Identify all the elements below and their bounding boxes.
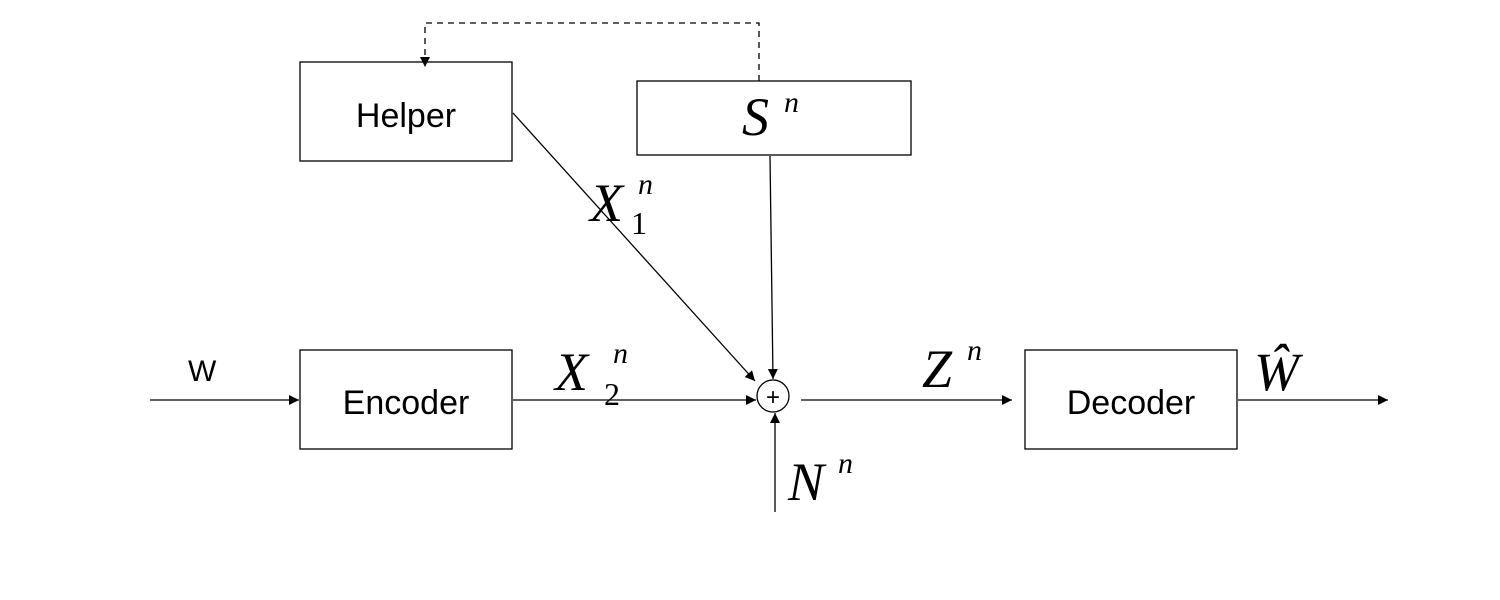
helper-block: Helper: [299, 61, 513, 162]
adder-node: +: [756, 379, 790, 413]
encoder-output-subscript: 2: [604, 376, 620, 412]
message-label: W: [188, 355, 217, 388]
noise-superscript: n: [838, 447, 853, 480]
helper-output-label: X n 1: [588, 168, 653, 241]
adder-plus-symbol: +: [766, 384, 780, 411]
channel-output-symbol: Z: [922, 339, 953, 399]
noise-symbol: N: [787, 452, 827, 512]
state-to-adder-arrow: [767, 155, 778, 380]
estimate-label: Ŵ: [1254, 342, 1304, 402]
channel-output-superscript: n: [967, 334, 982, 367]
helper-output-subscript: 1: [631, 205, 647, 241]
encoder-output-symbol: X: [553, 342, 590, 402]
channel-output-label: Z n: [922, 334, 982, 399]
state-superscript: n: [784, 86, 799, 119]
state-label: S: [742, 87, 769, 147]
helper-output-superscript: n: [638, 168, 653, 201]
noise-label: N n: [787, 447, 853, 512]
state-block: S n: [636, 80, 912, 156]
encoder-output-superscript: n: [613, 337, 628, 370]
helper-label: Helper: [356, 97, 456, 135]
encoder-block: Encoder: [299, 349, 513, 450]
encoder-output-label: X n 2: [553, 337, 628, 412]
encoder-label: Encoder: [343, 384, 470, 422]
decoder-label: Decoder: [1067, 384, 1196, 422]
helper-output-symbol: X: [588, 173, 625, 233]
decoder-block: Decoder: [1024, 349, 1238, 450]
helper-to-adder-arrow: [512, 112, 756, 382]
state-feedback-dashed-arrow: [420, 22, 760, 81]
